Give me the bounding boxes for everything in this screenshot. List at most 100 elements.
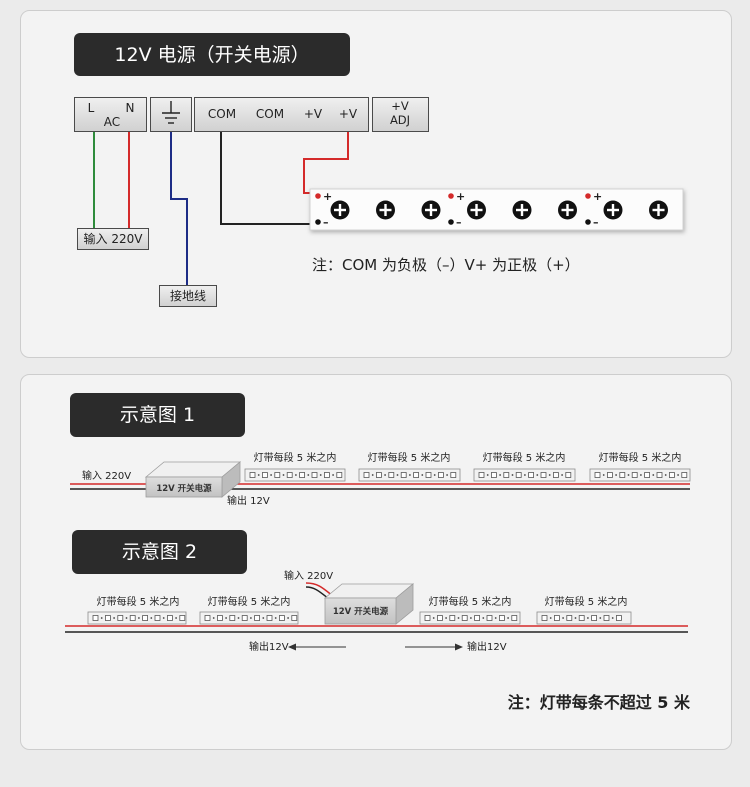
led-chip [603, 615, 610, 621]
ground-wire-tag-label: 接地线 [170, 288, 206, 303]
output-right-indicator: 输出12V [405, 640, 507, 653]
led-chip [274, 472, 281, 478]
led-strip-segment [358, 468, 461, 482]
led-chip [578, 615, 585, 621]
segment-label: 灯带每段 5 米之内 [545, 595, 628, 608]
resistor-dot [574, 617, 577, 619]
segment-label: 灯带每段 5 米之内 [429, 595, 512, 608]
power-supply-label: 12V 开关电源 [333, 606, 389, 617]
led-chip [388, 472, 395, 478]
dc-output-terminal: COM COM +V +V [194, 97, 369, 132]
led-chip [607, 472, 613, 478]
segment-label: 灯带每段 5 米之内 [97, 595, 180, 608]
segment-label: 灯带每段 5 米之内 [368, 451, 451, 464]
led-chip [166, 615, 173, 621]
resistor-dot [295, 474, 297, 476]
led-chip [656, 472, 663, 478]
positive-pad [448, 193, 454, 199]
positive-pad [315, 193, 321, 199]
led-chip [117, 615, 124, 621]
negative-wire-black [220, 131, 312, 225]
strip-length-footnote: 注：灯带每条不超过 5 米 [508, 693, 691, 712]
led-chip [511, 615, 518, 621]
led-strip-segment-body [87, 611, 187, 625]
led-strip-segment-body [199, 611, 299, 625]
led-chip [461, 615, 468, 621]
resistor-dot [237, 617, 240, 619]
led-chip [541, 615, 548, 621]
led-chip [254, 615, 261, 621]
resistor-dot [507, 617, 509, 619]
power-supply-title-badge: 12V 电源（开关电源） [74, 33, 350, 76]
positive-pad [585, 193, 591, 199]
power-supply-title: 12V 电源（开关电源） [114, 44, 309, 66]
diagram-2-power-supply: 12V 开关电源 [323, 583, 415, 625]
schematic-panel: 示意图 1 输入 220V 灯带每段 5 米之内 灯带每段 5 米之内 灯带每段… [20, 374, 732, 750]
led-chip [363, 472, 370, 478]
resistor-dot [446, 474, 448, 476]
led-strip-segment [419, 611, 521, 625]
resistor-dot [433, 474, 436, 476]
segment-label: 灯带每段 5 米之内 [483, 451, 566, 464]
led-chip [490, 472, 497, 478]
diagram-2-input-label: 输入 220V [284, 569, 333, 582]
resistor-dot [282, 474, 285, 476]
title-badge-background [70, 393, 245, 437]
led-chip [681, 472, 688, 478]
diagram-2-title: 示意图 2 [122, 541, 197, 563]
output-right-label: 输出12V [467, 640, 507, 653]
led-chip [498, 615, 505, 621]
resistor-dot [307, 474, 310, 476]
adj-terminal-top-label: +V [391, 99, 409, 113]
diagram-1-title-badge: 示意图 1 [70, 393, 245, 437]
resistor-dot [627, 474, 630, 476]
v-plus-terminal-1-label: +V [304, 107, 323, 121]
ac-l-label: L [88, 101, 95, 115]
resistor-dot [409, 474, 411, 476]
resistor-dot [150, 617, 153, 619]
resistor-dot [602, 474, 605, 476]
led-strip-segment-body [589, 468, 691, 482]
led-strip-segment [589, 468, 691, 482]
led-chip [266, 615, 273, 621]
diagram-1-power-supply: 12V 开关电源 [144, 461, 242, 498]
resistor-dot [677, 474, 679, 476]
led-chip [249, 472, 256, 478]
solder-pad-pair: + – [448, 190, 465, 229]
adj-terminal-bottom-label: ADJ [390, 113, 410, 127]
resistor-dot [470, 617, 472, 619]
resistor-dot [548, 474, 551, 476]
led-chip [591, 615, 597, 621]
diagram-1: 输入 220V 灯带每段 5 米之内 灯带每段 5 米之内 灯带每段 5 米之内… [70, 451, 691, 507]
resistor-dot [225, 617, 228, 619]
resistor-dot [125, 617, 128, 619]
resistor-dot [162, 617, 165, 619]
resistor-dot [138, 617, 140, 619]
com-terminal-2-label: COM [256, 107, 284, 121]
resistor-dot [599, 617, 602, 619]
ground-wire-tag: 接地线 [159, 285, 217, 307]
ac-terminal: L N AC [74, 97, 147, 132]
resistor-dot [615, 474, 617, 476]
segment-label: 灯带每段 5 米之内 [208, 595, 291, 608]
led-strip-segment [199, 611, 299, 625]
resistor-dot [432, 617, 435, 619]
ground-wire-blue [170, 131, 188, 286]
led-bead [558, 200, 577, 220]
ground-icon [162, 101, 180, 124]
led-bead [330, 200, 350, 220]
led-chip [291, 615, 298, 621]
led-chip [216, 615, 223, 621]
positive-mark: + [593, 190, 602, 203]
resistor-dot [511, 474, 514, 476]
led-chip [449, 615, 456, 621]
led-chip [486, 615, 493, 621]
led-chip [424, 615, 431, 621]
led-chip [540, 472, 547, 478]
negative-pad [315, 219, 321, 225]
diagram-1-input-label: 输入 220V [82, 469, 131, 482]
resistor-dot [396, 474, 399, 476]
led-strip-segment [244, 468, 346, 482]
resistor-dot [332, 474, 334, 476]
led-chip [413, 472, 420, 478]
